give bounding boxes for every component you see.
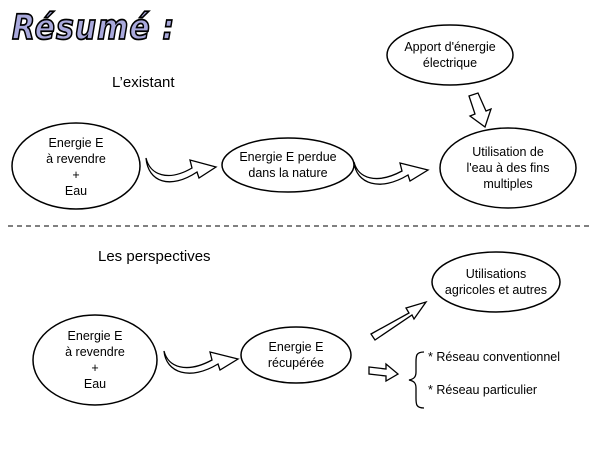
right-arrow [368, 362, 400, 383]
node-energie-top-line2: à revendre [46, 152, 106, 166]
apport-ellipse [386, 24, 514, 86]
node-utilisation-line1: Utilisation de [472, 145, 544, 159]
diagonal-arrow [370, 300, 428, 341]
node-apport-line1: Apport d'énergie [404, 40, 496, 54]
node-apport-line2: électrique [422, 56, 478, 70]
curved-arrow-2 [353, 161, 430, 185]
page-title: Résumé : [11, 7, 176, 49]
section-existant-label: L’existant [112, 74, 175, 91]
curved-arrow-1 [145, 157, 218, 183]
node-energie-top-line1: Energie E [48, 136, 104, 150]
node-utilisations-agricoles-line1: Utilisations [465, 267, 527, 281]
node-recuperee-line1: Energie E [268, 340, 324, 354]
section-perspectives-label: Les perspectives [98, 248, 211, 265]
node-apport: Apport d'énergie électrique [390, 30, 510, 80]
node-energie-top-line4: Eau [64, 184, 88, 198]
energie-top-ellipse [11, 122, 141, 210]
node-perdue-line2: dans la nature [248, 166, 328, 180]
node-perdue: Energie E perdue dans la nature [228, 147, 348, 183]
node-energie-bottom: Energie E à revendre + Eau [39, 323, 151, 397]
recuperee-ellipse [240, 326, 352, 384]
node-utilisations-agricoles-line2: agricoles et autres [444, 283, 548, 297]
network-conventionnel: * Réseau conventionnel [428, 350, 561, 364]
node-energie-bottom-line4: Eau [83, 377, 107, 391]
network-particulier: * Réseau particulier [428, 383, 538, 397]
node-energie-top: Energie E à revendre + Eau [20, 130, 132, 204]
node-energie-bottom-line2: à revendre [65, 345, 125, 359]
utilisation-ellipse [439, 127, 577, 209]
utilisations-agricoles-ellipse [431, 251, 561, 313]
node-perdue-line1: Energie E perdue [239, 150, 337, 164]
node-energie-bottom-line1: Energie E [67, 329, 123, 343]
node-recuperee: Energie E récupérée [246, 337, 346, 373]
node-energie-bottom-line3: + [91, 361, 99, 375]
node-utilisation: Utilisation de l'eau à des fins multiple… [448, 140, 568, 196]
down-arrow [468, 92, 493, 129]
node-utilisation-line2: l'eau à des fins [466, 161, 550, 175]
curved-arrow-3 [163, 350, 240, 374]
node-utilisation-line3: multiples [483, 177, 533, 191]
node-energie-top-line3: + [72, 168, 80, 182]
energie-bottom-ellipse [32, 314, 158, 406]
curly-brace [408, 351, 425, 409]
node-utilisations-agricoles: Utilisations agricoles et autres [436, 264, 556, 300]
node-recuperee-line2: récupérée [267, 356, 325, 370]
